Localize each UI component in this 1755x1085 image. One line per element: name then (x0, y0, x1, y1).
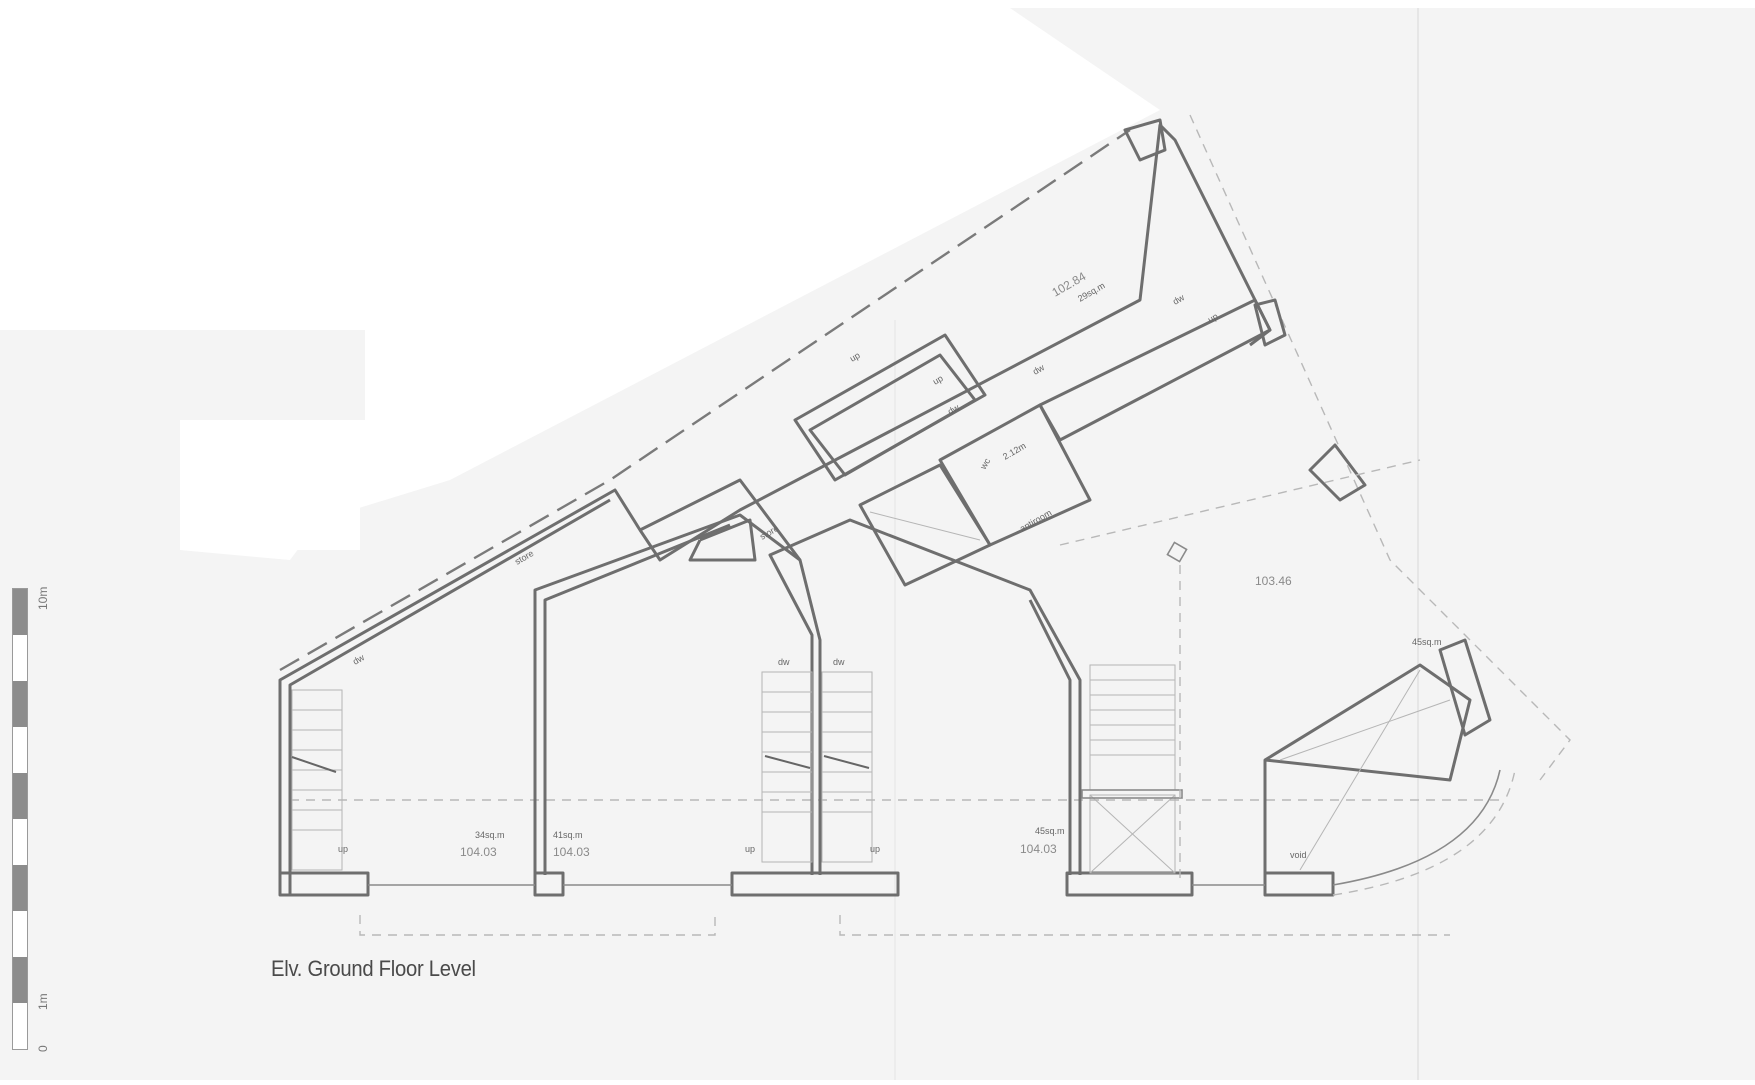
room-level: 104.03 (460, 845, 497, 859)
wall-stub (533, 871, 565, 897)
wall-stub (730, 871, 900, 897)
landing-beam (1081, 789, 1183, 799)
column (1166, 541, 1188, 563)
stair-unit-2a (761, 671, 813, 863)
wc-room (938, 403, 1092, 547)
scale-segment (13, 911, 27, 957)
party-wall-inner (543, 523, 731, 875)
curved-facade-outline (1332, 769, 1516, 896)
scale-segment (13, 773, 27, 819)
scale-segment (13, 1003, 27, 1049)
exterior-wall (278, 123, 1272, 895)
column (1253, 298, 1287, 347)
void-wall (1263, 663, 1472, 782)
scale-segment (13, 635, 27, 681)
scale-label-mid: 1m (36, 993, 50, 1010)
label-up: up (848, 350, 862, 364)
overhang-line (359, 915, 716, 936)
column (1308, 443, 1367, 502)
scale-label-top: 10m (36, 586, 50, 610)
scale-label-bottom: 0 (36, 1045, 50, 1052)
overhang-line (839, 915, 1450, 936)
label-up: up (931, 373, 945, 387)
column (1123, 118, 1167, 162)
room-level: 104.03 (1020, 842, 1057, 856)
label-dw: dw (833, 657, 845, 667)
party-wall (533, 513, 822, 875)
scale-segment (13, 727, 27, 773)
store-wall (639, 478, 802, 561)
scale-segment (13, 819, 27, 865)
party-wall-inner (1028, 599, 1072, 875)
label-up: up (1206, 311, 1220, 325)
paper-sheet (0, 8, 1755, 1080)
scale-segment (13, 589, 27, 635)
store-wall (688, 518, 757, 562)
upper-stair-wall (1038, 298, 1272, 442)
room-area: 45sq.m (1412, 637, 1442, 647)
void-cross (1279, 699, 1451, 761)
room-area: 34sq.m (475, 830, 505, 840)
setback-line (1189, 114, 1571, 781)
exterior-wall-inner (288, 498, 611, 895)
stair-unit-3 (1089, 664, 1176, 874)
column (1438, 638, 1492, 737)
drawing-title: Elv. Ground Floor Level (271, 956, 476, 981)
wall-stub (1263, 871, 1335, 897)
room-level: 104.03 (553, 845, 590, 859)
beam-line (1059, 459, 1421, 546)
lift-cross (869, 511, 981, 541)
room-level: 103.46 (1255, 574, 1292, 588)
white-patch (180, 420, 360, 550)
label-dw: dw (778, 657, 790, 667)
label-up: up (870, 844, 880, 854)
curved-facade (1332, 769, 1501, 886)
stair-core (793, 333, 987, 482)
stair-unit-2b (821, 671, 873, 863)
stair-unit-1 (291, 689, 343, 871)
party-wall (768, 518, 1082, 875)
room-area: 41sq.m (553, 830, 583, 840)
scale-bar (12, 588, 28, 1050)
room-area: 45sq.m (1035, 826, 1065, 836)
scale-segment (13, 865, 27, 911)
scale-segment (13, 681, 27, 727)
wall-stub (278, 871, 370, 897)
void-cross (1299, 669, 1421, 871)
label-void: void (1290, 850, 1307, 860)
scale-segment (13, 957, 27, 1003)
stair-core-inner (808, 353, 977, 477)
label-up: up (745, 844, 755, 854)
label-up: up (338, 844, 348, 854)
